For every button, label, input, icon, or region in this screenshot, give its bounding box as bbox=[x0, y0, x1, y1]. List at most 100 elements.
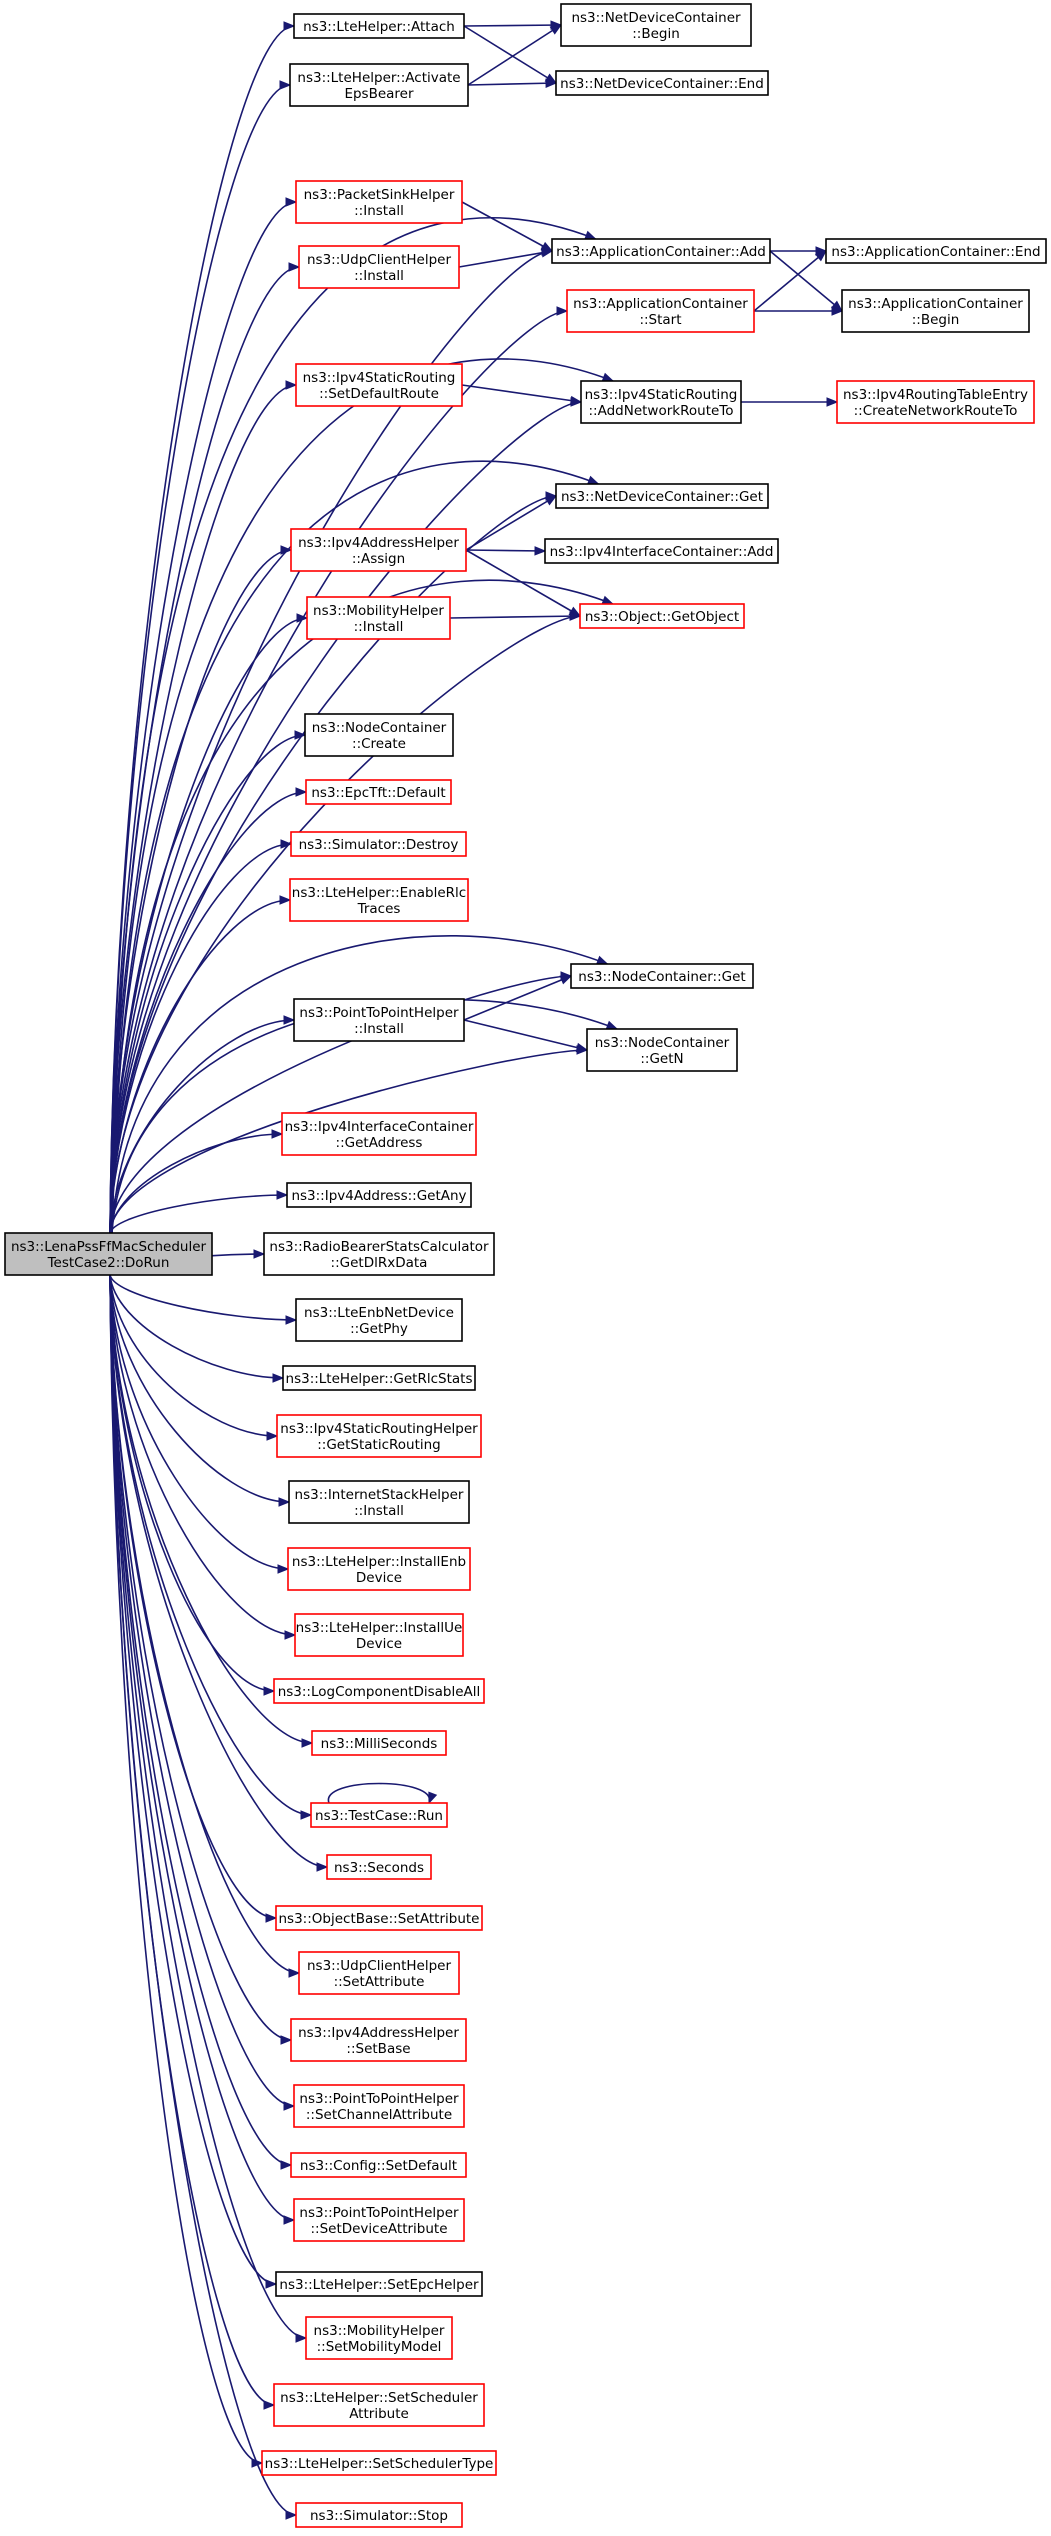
edge-root-udp-install bbox=[109, 266, 300, 1234]
node-app-add[interactable]: ns3::ApplicationContainer::Add bbox=[551, 238, 771, 264]
edge-root-enb-get-phy bbox=[109, 1274, 297, 1321]
node-get-any[interactable]: ns3::Ipv4Address::GetAny bbox=[286, 1182, 472, 1208]
node-box bbox=[305, 779, 452, 805]
edge-root-sim-destroy-arrowhead bbox=[280, 839, 293, 849]
edge-root-tc-run-arrowhead bbox=[300, 1810, 313, 1820]
node-p2p-set-chan[interactable]: ns3::PointToPointHelper::SetChannelAttri… bbox=[293, 2084, 465, 2128]
node-label-line: ns3::NodeContainer::Get bbox=[578, 969, 745, 985]
node-ipv4-set-base[interactable]: ns3::Ipv4AddressHelper::SetBase bbox=[290, 2018, 467, 2062]
node-ipv4-if-add[interactable]: ns3::Ipv4InterfaceContainer::Add bbox=[544, 538, 779, 564]
node-label-line: ns3::Ipv4Address::GetAny bbox=[291, 1188, 466, 1204]
edge-root-seconds bbox=[109, 1274, 328, 1868]
node-ndc-begin[interactable]: ns3::NetDeviceContainer::Begin bbox=[560, 3, 752, 47]
node-label-line: Traces bbox=[357, 901, 401, 917]
node-enb-get-phy[interactable]: ns3::LteEnbNetDevice::GetPhy bbox=[295, 1298, 463, 1342]
node-udp-install[interactable]: ns3::UdpClientHelper::Install bbox=[298, 245, 460, 289]
node-app-end[interactable]: ns3::ApplicationContainer::End bbox=[825, 238, 1047, 264]
edge-set-def-route-add-net-route bbox=[461, 384, 582, 403]
node-add-net-route[interactable]: ns3::Ipv4StaticRouting::AddNetworkRouteT… bbox=[580, 380, 742, 424]
node-label-line: ns3::Ipv4InterfaceContainer::Add bbox=[550, 544, 774, 560]
node-get-object[interactable]: ns3::Object::GetObject bbox=[579, 603, 745, 629]
node-label-line: ns3::Simulator::Destroy bbox=[299, 837, 459, 853]
node-label-line: ns3::LteHelper::SetSchedulerType bbox=[265, 2456, 494, 2472]
node-seconds[interactable]: ns3::Seconds bbox=[326, 1854, 432, 1880]
node-box bbox=[841, 289, 1030, 333]
node-set-sched-type[interactable]: ns3::LteHelper::SetSchedulerType bbox=[261, 2450, 497, 2476]
edge-root-seconds-arrowhead bbox=[316, 1862, 329, 1872]
edge-tc-run-self-arrowhead bbox=[428, 1791, 438, 1805]
edge-root-nc-get bbox=[109, 975, 572, 1234]
edge-root-get-any bbox=[109, 1194, 288, 1234]
node-tc-run[interactable]: ns3::TestCase::Run bbox=[310, 1802, 448, 1828]
node-box bbox=[276, 1414, 482, 1458]
node-label-line: ::GetN bbox=[640, 1051, 683, 1067]
node-get-rlc-stats[interactable]: ns3::LteHelper::GetRlcStats bbox=[282, 1365, 476, 1391]
node-box bbox=[290, 528, 467, 572]
node-ob-set-attr[interactable]: ns3::ObjectBase::SetAttribute bbox=[275, 1905, 483, 1931]
node-set-epc[interactable]: ns3::LteHelper::SetEpcHelper bbox=[275, 2271, 483, 2297]
node-label-line: ::SetDeviceAttribute bbox=[310, 2221, 447, 2237]
node-nc-create[interactable]: ns3::NodeContainer::Create bbox=[304, 713, 454, 757]
node-app-start[interactable]: ns3::ApplicationContainer::Start bbox=[566, 289, 755, 333]
node-ndc-end[interactable]: ns3::NetDeviceContainer::End bbox=[555, 70, 769, 96]
node-set-mob-model[interactable]: ns3::MobilityHelper::SetMobilityModel bbox=[305, 2316, 453, 2360]
node-box bbox=[311, 1730, 447, 1756]
node-box bbox=[275, 2271, 483, 2297]
node-get-static-routing[interactable]: ns3::Ipv4StaticRoutingHelper::GetStaticR… bbox=[276, 1414, 482, 1458]
node-nc-get-n[interactable]: ns3::NodeContainer::GetN bbox=[586, 1028, 738, 1072]
edge-root-get-object-direct-arrowhead bbox=[601, 595, 615, 605]
edge-activate-ndc-begin bbox=[467, 24, 562, 86]
edge-p2p-install-nc-get-arrowhead bbox=[559, 975, 573, 985]
node-box bbox=[310, 1802, 448, 1828]
node-ipv4-assign[interactable]: ns3::Ipv4AddressHelper::Assign bbox=[290, 528, 467, 572]
node-inet-install[interactable]: ns3::InternetStackHelper::Install bbox=[288, 1480, 470, 1524]
node-label-line: ns3::Config::SetDefault bbox=[300, 2158, 457, 2174]
node-box bbox=[290, 831, 467, 857]
edge-root-nc-get-n-direct-arrowhead bbox=[605, 1020, 619, 1030]
node-label-line: ns3::NetDeviceContainer::End bbox=[560, 76, 764, 92]
edge-ipv4-assign-ndc-get-arrowhead bbox=[544, 495, 558, 506]
node-sim-stop[interactable]: ns3::Simulator::Stop bbox=[295, 2502, 463, 2528]
node-epc-default[interactable]: ns3::EpcTft::Default bbox=[305, 779, 452, 805]
node-label-line: Attribute bbox=[349, 2406, 409, 2422]
node-attach[interactable]: ns3::LteHelper::Attach bbox=[293, 13, 465, 39]
node-box bbox=[586, 1028, 738, 1072]
node-cfg-set-default[interactable]: ns3::Config::SetDefault bbox=[290, 2152, 467, 2178]
edge-root-add-net-route-direct-arrowhead bbox=[601, 372, 615, 382]
node-p2p-install[interactable]: ns3::PointToPointHelper::Install bbox=[293, 998, 465, 1042]
node-ndc-get[interactable]: ns3::NetDeviceContainer::Get bbox=[555, 483, 769, 509]
edge-root-activate-arrowhead bbox=[279, 80, 292, 90]
node-app-begin[interactable]: ns3::ApplicationContainer::Begin bbox=[841, 289, 1030, 333]
node-box bbox=[289, 878, 469, 922]
node-get-dl-rx[interactable]: ns3::RadioBearerStatsCalculator::GetDlRx… bbox=[263, 1232, 495, 1276]
node-label-line: ::SetBase bbox=[346, 2041, 410, 2057]
node-create-net-route[interactable]: ns3::Ipv4RoutingTableEntry::CreateNetwor… bbox=[836, 380, 1035, 424]
node-ps-install[interactable]: ns3::PacketSinkHelper::Install bbox=[295, 180, 463, 224]
node-box bbox=[286, 1182, 472, 1208]
node-p2p-set-dev[interactable]: ns3::PointToPointHelper::SetDeviceAttrib… bbox=[293, 2198, 465, 2242]
node-milli[interactable]: ns3::MilliSeconds bbox=[311, 1730, 447, 1756]
node-log-disable[interactable]: ns3::LogComponentDisableAll bbox=[273, 1678, 485, 1704]
node-nc-get[interactable]: ns3::NodeContainer::Get bbox=[570, 963, 754, 989]
node-root[interactable]: ns3::LenaPssFfMacSchedulerTestCase2::DoR… bbox=[4, 1232, 213, 1276]
node-if-get-addr[interactable]: ns3::Ipv4InterfaceContainer::GetAddress bbox=[281, 1112, 477, 1156]
edge-root-activate bbox=[109, 84, 291, 1234]
node-label-line: ns3::Ipv4StaticRouting bbox=[303, 370, 456, 386]
node-sim-destroy[interactable]: ns3::Simulator::Destroy bbox=[290, 831, 467, 857]
node-mob-install[interactable]: ns3::MobilityHelper::Install bbox=[306, 596, 451, 640]
edge-root-ps-install-arrowhead bbox=[285, 197, 298, 207]
edge-root-nc-get-n bbox=[109, 1049, 588, 1234]
edge-mob-install-get-object-arrowhead bbox=[569, 611, 582, 621]
edge-root-add-net-route-direct bbox=[111, 358, 614, 1234]
node-set-def-route[interactable]: ns3::Ipv4StaticRouting::SetDefaultRoute bbox=[295, 363, 463, 407]
node-label-line: ns3::Ipv4StaticRouting bbox=[585, 387, 738, 403]
node-label-line: ns3::UdpClientHelper bbox=[307, 1958, 451, 1974]
node-udp-set-attr[interactable]: ns3::UdpClientHelper::SetAttribute bbox=[298, 1951, 460, 1995]
node-label-line: ::AddNetworkRouteTo bbox=[589, 403, 734, 419]
